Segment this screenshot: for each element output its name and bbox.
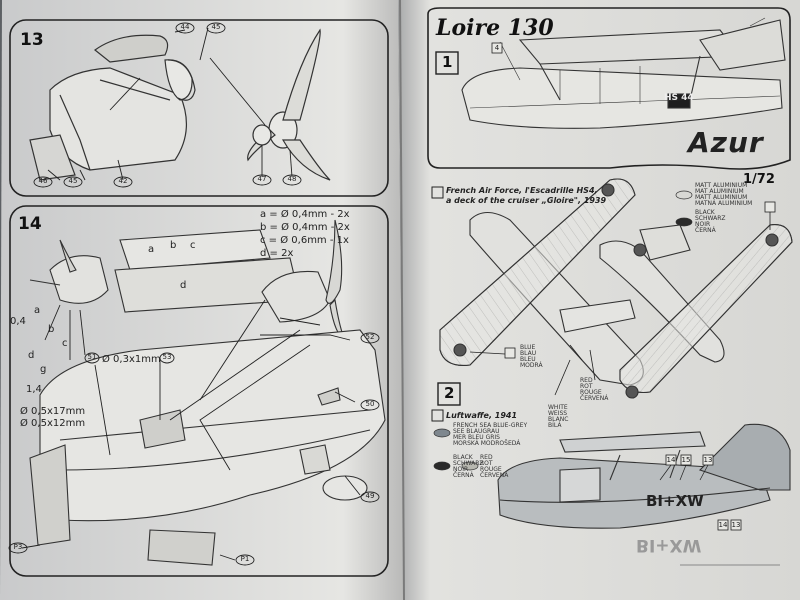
chip-matt-aluminium: MATT ALUMINIUM MAT ALUMINIUM MATT ALUMIN… bbox=[695, 182, 753, 207]
part-46: 46 bbox=[38, 177, 48, 185]
brand-logo-text: Azur bbox=[688, 126, 764, 159]
scheme-2-caption: Luftwaffe, 1941 bbox=[446, 411, 518, 420]
right-page bbox=[398, 0, 800, 600]
scheme-2-badge: 2 bbox=[444, 384, 455, 402]
badge-box-1 bbox=[435, 51, 459, 75]
chip-black-1: BLACK SCHWARZ NOIR ČERNÁ bbox=[695, 209, 726, 234]
part-45: 45 bbox=[211, 23, 221, 31]
letter-d-left: d bbox=[28, 350, 35, 361]
measure-1-4: 1,4 bbox=[26, 384, 42, 395]
callout-13: 13 bbox=[703, 456, 713, 464]
roundel-red: RED ROT ROUGE ČERVENÁ bbox=[580, 377, 609, 402]
badge-box-2 bbox=[437, 382, 461, 406]
part-51: 51 bbox=[87, 353, 97, 361]
part-48: 48 bbox=[287, 175, 297, 183]
dimension-d: d = 2x bbox=[260, 248, 294, 259]
scheme-1-badge: 1 bbox=[442, 53, 453, 71]
letter-g-left: g bbox=[40, 364, 47, 375]
measure-12mm: Ø 0,5x12mm bbox=[20, 418, 86, 429]
letter-a-left: a bbox=[34, 305, 41, 316]
callout-13b: 13 bbox=[731, 521, 741, 529]
measure-0-4: 0,4 bbox=[10, 316, 26, 327]
callout-15: 15 bbox=[681, 456, 691, 464]
part-52: 52 bbox=[365, 333, 375, 341]
letter-d-top: d bbox=[180, 280, 187, 291]
letter-b-top: b bbox=[170, 240, 177, 251]
part-42: 42 bbox=[118, 177, 128, 185]
letter-c-top: c bbox=[190, 240, 196, 251]
measure-0-3x1: Ø 0,3x1mm bbox=[102, 354, 161, 365]
letter-c-left: c bbox=[62, 338, 68, 349]
letter-b-left: b bbox=[48, 324, 55, 335]
chip-red: RED ROT ROUGE ČERVENÁ bbox=[480, 454, 509, 479]
callout-14b: 14 bbox=[718, 521, 728, 529]
callout-side-4: 4 bbox=[494, 44, 500, 52]
step-14-number: 14 bbox=[18, 214, 42, 234]
part-47: 47 bbox=[257, 175, 267, 183]
dimension-c: c = Ø 0,6mm - 1x bbox=[260, 235, 349, 246]
measure-17mm: Ø 0,5x17mm bbox=[20, 406, 86, 417]
step-13-number: 13 bbox=[20, 30, 44, 50]
part-49: 49 bbox=[365, 492, 375, 500]
letter-a-top: a bbox=[148, 244, 155, 255]
underside-code: BI+XW bbox=[636, 535, 702, 555]
aircraft-code: HS 44 bbox=[664, 93, 694, 103]
part-53: 53 bbox=[162, 353, 172, 361]
part-50: 50 bbox=[365, 400, 375, 408]
part-44: 44 bbox=[180, 23, 190, 31]
chip-sea-blue-grey: FRENCH SEA BLUE-GREY SEE BLAUGRAU MER BL… bbox=[453, 422, 528, 447]
scale-label: 1/72 bbox=[743, 172, 775, 187]
dimension-a: a = Ø 0,4mm - 2x bbox=[260, 209, 350, 220]
fuselage-code: BI+XW bbox=[646, 492, 704, 510]
part-P3: P3 bbox=[13, 543, 23, 551]
scheme-1-caption-line1: French Air Force, l'Escadrille HS4, bbox=[446, 186, 598, 195]
header-panel bbox=[427, 7, 791, 170]
roundel-white: WHITE WEISS BLANC BÍLÁ bbox=[548, 404, 569, 429]
scheme-1-caption-line2: a deck of the cruiser „Gloire", 1939 bbox=[446, 196, 607, 205]
part-P1: P1 bbox=[240, 555, 250, 563]
model-title: Loire 130 bbox=[436, 15, 554, 41]
step13-panel bbox=[9, 19, 389, 197]
chip-black-2: BLACK SCHWARZ NOIR ČERNÁ bbox=[453, 454, 484, 479]
step14-panel bbox=[9, 205, 389, 577]
dimension-b: b = Ø 0,4mm - 2x bbox=[260, 222, 350, 233]
part-45b: 45 bbox=[68, 177, 78, 185]
roundel-blue: BLUE BLAU BLEU MODRÁ bbox=[520, 344, 543, 369]
callout-14: 14 bbox=[666, 456, 676, 464]
